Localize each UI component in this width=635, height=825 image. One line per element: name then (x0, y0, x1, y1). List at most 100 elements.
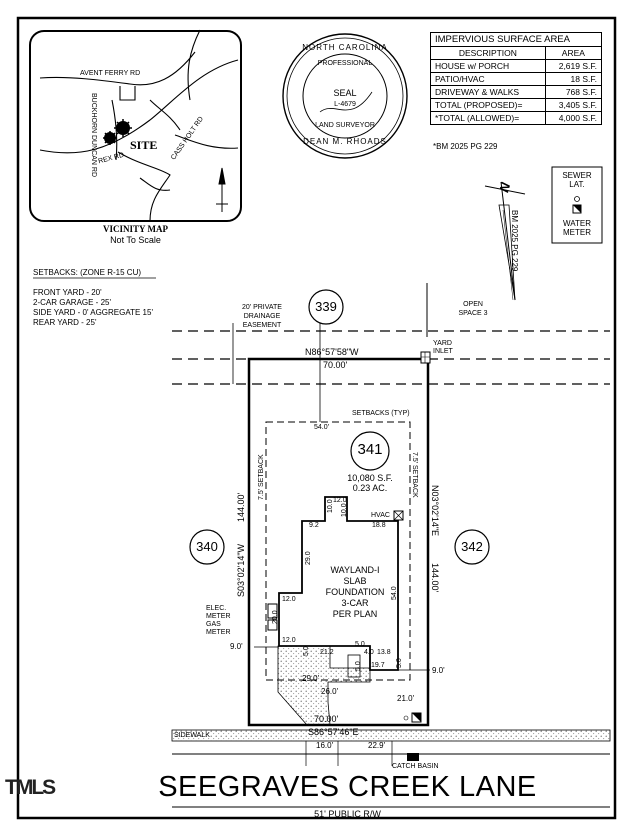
vicinity-map-subtitle: Not To Scale (110, 235, 161, 245)
lot-340-label: 340 (196, 539, 218, 554)
setbacks-title: SETBACKS: (ZONE R-15 CU) (33, 268, 142, 277)
open-space-line-2: SPACE 3 (458, 310, 488, 317)
sewer-lateral-icon (574, 196, 580, 202)
sidewalk-label: SIDEWALK (174, 732, 210, 739)
lot-342-label: 342 (461, 539, 483, 554)
house-line-5: PER PLAN (332, 609, 378, 619)
seal-number: L-4679 (334, 101, 356, 108)
north-arrow-reference: BM 2025 PG 229 (510, 210, 519, 272)
dim-54: 54.0' (314, 424, 329, 431)
site-star-icon (103, 119, 132, 145)
hvac-label: HVAC (371, 512, 390, 519)
seal-word: SEAL (333, 88, 357, 98)
vicinity-roads (39, 29, 239, 222)
seal-profession-top: PROFESSIONAL (317, 60, 373, 67)
setback-item: SIDE YARD - 0' AGGREGATE 15' (33, 308, 153, 317)
dim: 20.0 (272, 610, 279, 624)
setback-item: REAR YARD - 25' (33, 318, 97, 327)
dim-9-right: 9.0' (432, 666, 445, 675)
dim-21-front: 21.0' (397, 694, 415, 703)
dim-29-drive: 29.0' (302, 674, 320, 683)
vicinity-map-title: VICINITY MAP (103, 224, 168, 234)
dim: 29.0 (305, 551, 312, 565)
yard-inlet-label: YARD INLET (433, 340, 453, 356)
dim: 18.8 (372, 522, 386, 529)
easement-label: 20' PRIVATE DRAINAGE EASEMENT (236, 303, 288, 330)
meter-line-2: METER (206, 613, 231, 620)
open-space-label: OPEN SPACE 3 (458, 300, 488, 318)
cell-description: DRIVEWAY & WALKS (430, 85, 546, 99)
legend-sewer-1: SEWER (562, 171, 592, 180)
dim: 21.2 (320, 649, 334, 656)
left-length: 144.00' (236, 492, 246, 522)
dim: 5.0 (396, 658, 403, 668)
lot-area-sf: 10,080 S.F. (347, 473, 393, 483)
dim: 5.0 (355, 661, 362, 671)
house-label: WAYLAND-I SLAB FOUNDATION 3-CAR PER PLAN (320, 565, 390, 620)
setback-item: 2-CAR GARAGE - 25' (33, 298, 111, 307)
lot-339-label: 339 (315, 299, 337, 314)
seal-name: DEAN M. RHOADS (303, 137, 387, 146)
dim: 12.0 (282, 596, 296, 603)
right-length: 144.00' (430, 563, 440, 593)
house-line-2: SLAB (343, 576, 367, 586)
sidewalk-strip (171, 729, 611, 742)
impervious-table-title: IMPERVIOUS SURFACE AREA (430, 32, 602, 47)
legend-sewer-2: LAT. (569, 180, 585, 189)
dim-16: 16.0' (316, 741, 334, 750)
cell-area: 4,000 S.F. (544, 111, 603, 125)
left-setback-label: 7.5' SETBACK (258, 454, 265, 500)
seal-state: NORTH CAROLINA (302, 43, 388, 52)
left-bearing: S03°02'14"W (236, 543, 246, 597)
vicinity-north-arrow-icon (216, 167, 228, 212)
cell-area: 3,405 S.F. (544, 98, 603, 112)
easement-lines (172, 330, 610, 385)
watermark-logo: TMLS (5, 776, 56, 799)
col-header-area: AREA (544, 46, 603, 60)
impervious-surface-table: IMPERVIOUS SURFACE AREA DESCRIPTION AREA… (430, 32, 603, 125)
gas-meter-icon (267, 619, 278, 631)
catch-basin-label: CATCH BASIN (392, 763, 439, 770)
legend-water-2: METER (563, 228, 591, 237)
rear-length: 70.00' (323, 360, 348, 370)
seal-profession-bottom: LAND SURVEYOR (315, 122, 375, 129)
dim: 4.0 (364, 649, 374, 656)
stoop (347, 654, 361, 678)
dim: 5.0 (303, 646, 310, 656)
dim: 19.7 (371, 662, 385, 669)
yard-inlet-line-1: YARD (433, 340, 452, 347)
north-arrow-icon (484, 181, 526, 301)
front-bearing: S86°57'46"E (308, 727, 359, 737)
cell-description: TOTAL (PROPOSED)= (430, 98, 546, 112)
legend-water-1: WATER (563, 219, 591, 228)
col-header-description: DESCRIPTION (430, 46, 546, 60)
road-label-avent-ferry: AVENT FERRY RD (80, 70, 141, 77)
street-row: 51' PUBLIC R/W (314, 809, 381, 819)
meter-line-3: GAS (206, 621, 221, 628)
house-line-4: 3-CAR (341, 598, 369, 608)
house-footprint (278, 496, 399, 671)
easement-line-3: EASEMENT (242, 322, 282, 329)
house-model: WAYLAND-I (330, 565, 380, 575)
easement-line-2: DRAINAGE (243, 313, 281, 320)
lot-area-ac: 0.23 AC. (352, 483, 388, 493)
cell-description: PATIO/HVAC (430, 72, 546, 86)
meter-line-4: METER (206, 629, 231, 636)
yard-inlet-icon (420, 351, 431, 364)
meters-label: ELEC. METER GAS METER (206, 605, 231, 637)
right-bearing: N03°02'14"E (430, 485, 440, 537)
cell-area: 2,619 S.F. (544, 59, 603, 73)
yard-inlet-line-2: INLET (433, 348, 453, 355)
house-line-3: FOUNDATION (325, 587, 385, 597)
dim: 13.8 (377, 649, 391, 656)
dim-22-9: 22.9' (368, 741, 386, 750)
front-length: 70.00' (314, 714, 339, 724)
catch-basin-icon (407, 753, 419, 761)
right-setback-label: 7.5' SETBACK (411, 452, 418, 498)
drawing-border (16, 16, 617, 820)
cell-description: HOUSE w/ PORCH (430, 59, 546, 73)
